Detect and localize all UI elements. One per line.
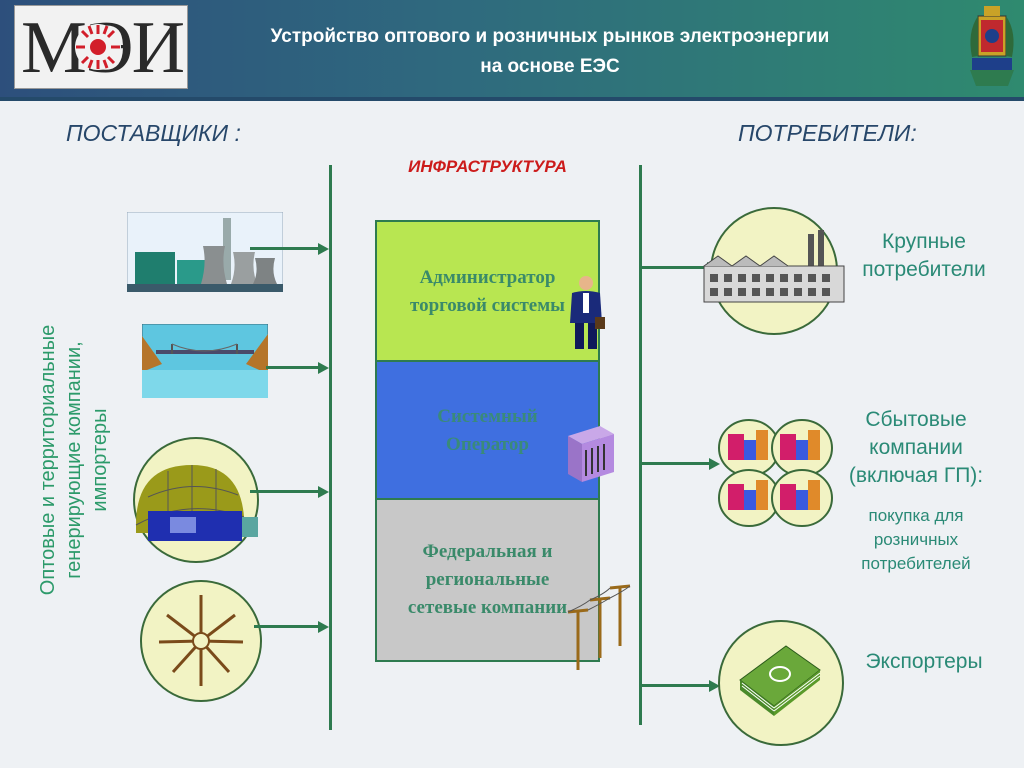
consumer-arrow-3 [641, 684, 711, 687]
consumers-heading: ПОТРЕБИТЕЛИ: [738, 120, 917, 146]
suppliers-label-line2: генерирующие компании, [63, 341, 85, 579]
supplier-arrow-2-head [318, 362, 329, 374]
buildings-icon [718, 419, 833, 527]
supplier-arrow-4 [254, 625, 320, 628]
slide-title-line1: Устройство оптового и розничных рынков э… [270, 26, 830, 47]
grid-line1: Федеральная и [422, 541, 553, 562]
left-divider-line [329, 165, 332, 730]
money-icon [739, 645, 821, 716]
system-operator-line2: Оператор [446, 434, 529, 455]
admin-line1: Администратор [419, 267, 556, 288]
slide-title: Устройство оптового и розничных рынков э… [205, 22, 895, 82]
supplier-arrow-2 [266, 366, 320, 369]
server-icon [568, 426, 614, 482]
sales-companies-line3: (включая ГП): [848, 464, 984, 487]
suppliers-heading: ПОСТАВЩИКИ : [66, 120, 241, 146]
sales-sub-line3: потребителей [861, 554, 971, 573]
supplier-arrow-3 [250, 490, 320, 493]
admin-line2: торговой системы [409, 295, 565, 316]
large-consumers-line2: потребители [862, 258, 986, 281]
system-operator-line1: Системный [437, 406, 538, 427]
exporters-label: Экспортеры [865, 650, 983, 673]
logo-emblem-icon [75, 24, 121, 70]
slide-title-line2: на основе ЕЭС [480, 56, 620, 77]
grid-companies-box: Федеральная и региональные сетевые компа… [375, 498, 600, 662]
suppliers-label-line3: импортеры [89, 408, 111, 512]
consumer-arrow-3-head [709, 680, 720, 692]
header-rule [0, 97, 1024, 101]
businessman-icon [570, 276, 605, 349]
suppliers-label-line1: Оптовые и территориальные [37, 324, 59, 596]
grid-line3: сетевые компании [407, 597, 568, 618]
consumer-arrow-2 [641, 462, 711, 465]
supplier-arrow-3-head [318, 486, 329, 498]
large-consumers-label: Крупные потребители [836, 228, 1012, 284]
power-plant-icon [127, 212, 283, 292]
supplier-arrow-4-head [318, 621, 329, 633]
hydro-dam-icon [142, 324, 268, 398]
system-operator-box: Системный Оператор [375, 360, 600, 502]
trading-system-admin-box: Администратор торговой системы [375, 220, 600, 364]
supplier-arrow-1 [250, 247, 320, 250]
wind-power-icon [140, 580, 262, 702]
consumer-arrow-2-head [709, 458, 720, 470]
factory-icon [703, 230, 845, 303]
nuclear-dome-icon [133, 437, 259, 563]
coat-of-arms-icon [970, 6, 1014, 86]
power-poles-icon [567, 584, 631, 670]
sales-sub-line2: розничных [873, 530, 959, 549]
logo: МЭИ [14, 5, 188, 89]
consumer-arrow-1 [641, 266, 709, 269]
sales-companies-line2: компании [869, 436, 963, 459]
grid-line2: региональные [425, 569, 550, 590]
sales-companies-sublabel: покупка для розничных потребителей [826, 504, 1006, 576]
large-consumers-line1: Крупные [882, 230, 966, 253]
infrastructure-heading: ИНФРАСТРУКТУРА [408, 157, 567, 176]
sales-sub-line1: покупка для [868, 506, 964, 525]
supplier-arrow-1-head [318, 243, 329, 255]
sales-companies-label: Сбытовые компании (включая ГП): [826, 406, 1006, 490]
sales-companies-line1: Сбытовые [865, 408, 967, 431]
right-divider-line [639, 165, 642, 725]
